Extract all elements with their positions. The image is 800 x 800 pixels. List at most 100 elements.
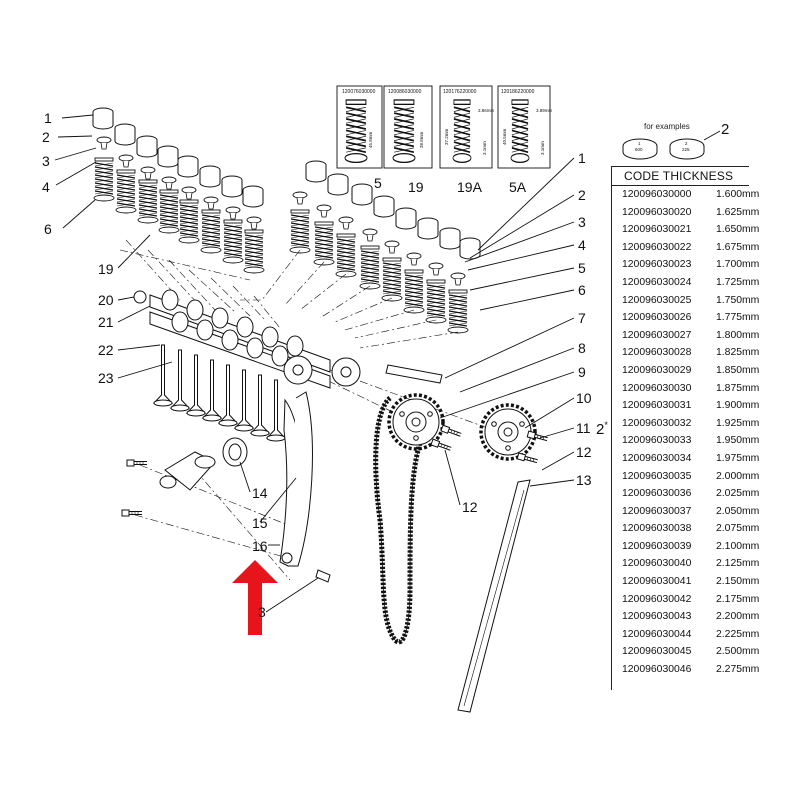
shim-code: 120096030042: [622, 593, 692, 605]
table-row: 120096030027 1.800mm: [612, 327, 759, 345]
left-valve-bank: [92, 107, 265, 274]
shim-thickness: 1.650mm: [716, 224, 760, 236]
shim-thickness: 2.025mm: [716, 488, 760, 500]
shim-thickness: 2.200mm: [716, 611, 760, 623]
shim-code: 120096030024: [622, 276, 692, 288]
camshafts: [133, 289, 361, 389]
shim-examples-caption: for examples: [644, 122, 690, 131]
callout-right-10: 10: [576, 390, 592, 406]
shim-examples: 1 600 2 225: [622, 130, 721, 160]
shim-code: 120096030033: [622, 435, 692, 447]
fixed-chain-guide: [457, 479, 531, 713]
shim-thickness: 2.075mm: [716, 523, 760, 535]
shim-code: 120096030039: [622, 540, 692, 552]
shim-thickness: 2.050mm: [716, 505, 760, 517]
table-header: CODE THICKNESS: [612, 167, 749, 186]
chain-tensioner: [159, 437, 248, 491]
table-row: 120096030035 2.000mm: [612, 468, 759, 486]
shim-code: 120096030027: [622, 329, 692, 341]
shim-thickness: 2.100mm: [716, 540, 760, 552]
shim-code: 120096030045: [622, 646, 692, 658]
shim-thickness: 1.925mm: [716, 417, 760, 429]
table-row: 120096030023 1.700mm: [612, 256, 759, 274]
spring-spec-19a: 120176220000 3.86mm 37.2mm 3.1mm 19A: [439, 85, 495, 195]
shim-thickness: 1.825mm: [716, 347, 760, 359]
callout-left-4: 4: [42, 179, 50, 195]
shim-code: 120096030025: [622, 294, 692, 306]
table-row: 120096030043 2.200mm: [612, 608, 759, 626]
callout-5a-spec: 5A: [509, 179, 527, 195]
shim-1-code: 600: [635, 147, 643, 152]
spring-spec-19: 120086030000 38.8mm 19: [383, 85, 433, 195]
callout-right-8: 8: [578, 340, 586, 356]
spring-code-19a: 120176220000: [443, 89, 477, 95]
callout-right-13: 13: [576, 472, 592, 488]
shim-code: 120096030023: [622, 259, 692, 271]
dowel-pin: [315, 569, 331, 583]
shim-thickness: 1.700mm: [716, 259, 760, 271]
shim-code: 120096030028: [622, 347, 692, 359]
table-row: 120096030034 1.975mm: [612, 450, 759, 468]
callout-table-2-mark: *: [604, 420, 608, 430]
shim-thickness: 1.950mm: [716, 435, 760, 447]
shim-2-code: 225: [682, 147, 690, 152]
shim-code: 120096030036: [622, 488, 692, 500]
callout-left-23: 23: [98, 370, 114, 386]
callout-left-21: 21: [98, 314, 114, 330]
shim-thickness: 1.850mm: [716, 364, 760, 376]
callout-right-11: 11: [576, 420, 591, 436]
callout-right-5: 5: [578, 260, 586, 276]
callout-right-9: 9: [578, 364, 586, 380]
callout-right-3: 3: [578, 214, 586, 230]
shim-code: 120096030034: [622, 452, 692, 464]
spring-spec-5a: 120186220000 3.89mm 40.5mm 3.1mm 5A: [497, 85, 553, 195]
shim-code: 120096030040: [622, 558, 692, 570]
guide-plate: [385, 364, 443, 384]
callout-left-20: 20: [98, 292, 114, 308]
spring-dim-19a-len: 37.2mm: [444, 128, 449, 145]
shim-code: 120096030037: [622, 505, 692, 517]
shim-example-1: 1 600: [622, 138, 658, 160]
spring-dim-19a-bot: 3.1mm: [482, 141, 487, 155]
table-row: 120096030040 2.125mm: [612, 555, 759, 573]
callout-left-1: 1: [44, 110, 52, 126]
shim-code: 120096030044: [622, 628, 692, 640]
callout-table-2-num: 2: [596, 421, 605, 438]
spring-dim-5a-top: 3.89mm: [536, 108, 553, 113]
highlight-arrow: [232, 560, 278, 635]
shim-code: 120096030046: [622, 664, 692, 676]
table-row: 120096030028 1.825mm: [612, 344, 759, 362]
spring-spec-5: 120076030000 45.8mm 5: [336, 85, 383, 191]
table-row: 120096030037 2.050mm: [612, 503, 759, 521]
shim-example-2: 2 225: [669, 138, 705, 160]
shim-thickness: 1.900mm: [716, 400, 760, 412]
shim-thickness: 2.000mm: [716, 470, 760, 482]
shim-code: 120096030043: [622, 611, 692, 623]
timing-chain: [373, 396, 428, 645]
shim-code: 120096030041: [622, 576, 692, 588]
shim-thickness: 1.800mm: [716, 329, 760, 341]
callout-right-12: 12: [576, 444, 592, 460]
shim-thickness: 2.175mm: [716, 593, 760, 605]
shim-thickness: 2.275mm: [716, 664, 760, 676]
shim-1-num: 1: [638, 141, 641, 146]
shim-thickness: 1.975mm: [716, 452, 760, 464]
table-row: 120096030036 2.025mm: [612, 485, 759, 503]
shim-thickness: 2.125mm: [716, 558, 760, 570]
table-row: 120096030046 2.275mm: [612, 661, 759, 679]
spring-dim-5a-len: 40.5mm: [502, 128, 507, 145]
callout-left-3: 3: [42, 153, 50, 169]
callout-right-7: 7: [578, 310, 586, 326]
shim-code: 120096030035: [622, 470, 692, 482]
